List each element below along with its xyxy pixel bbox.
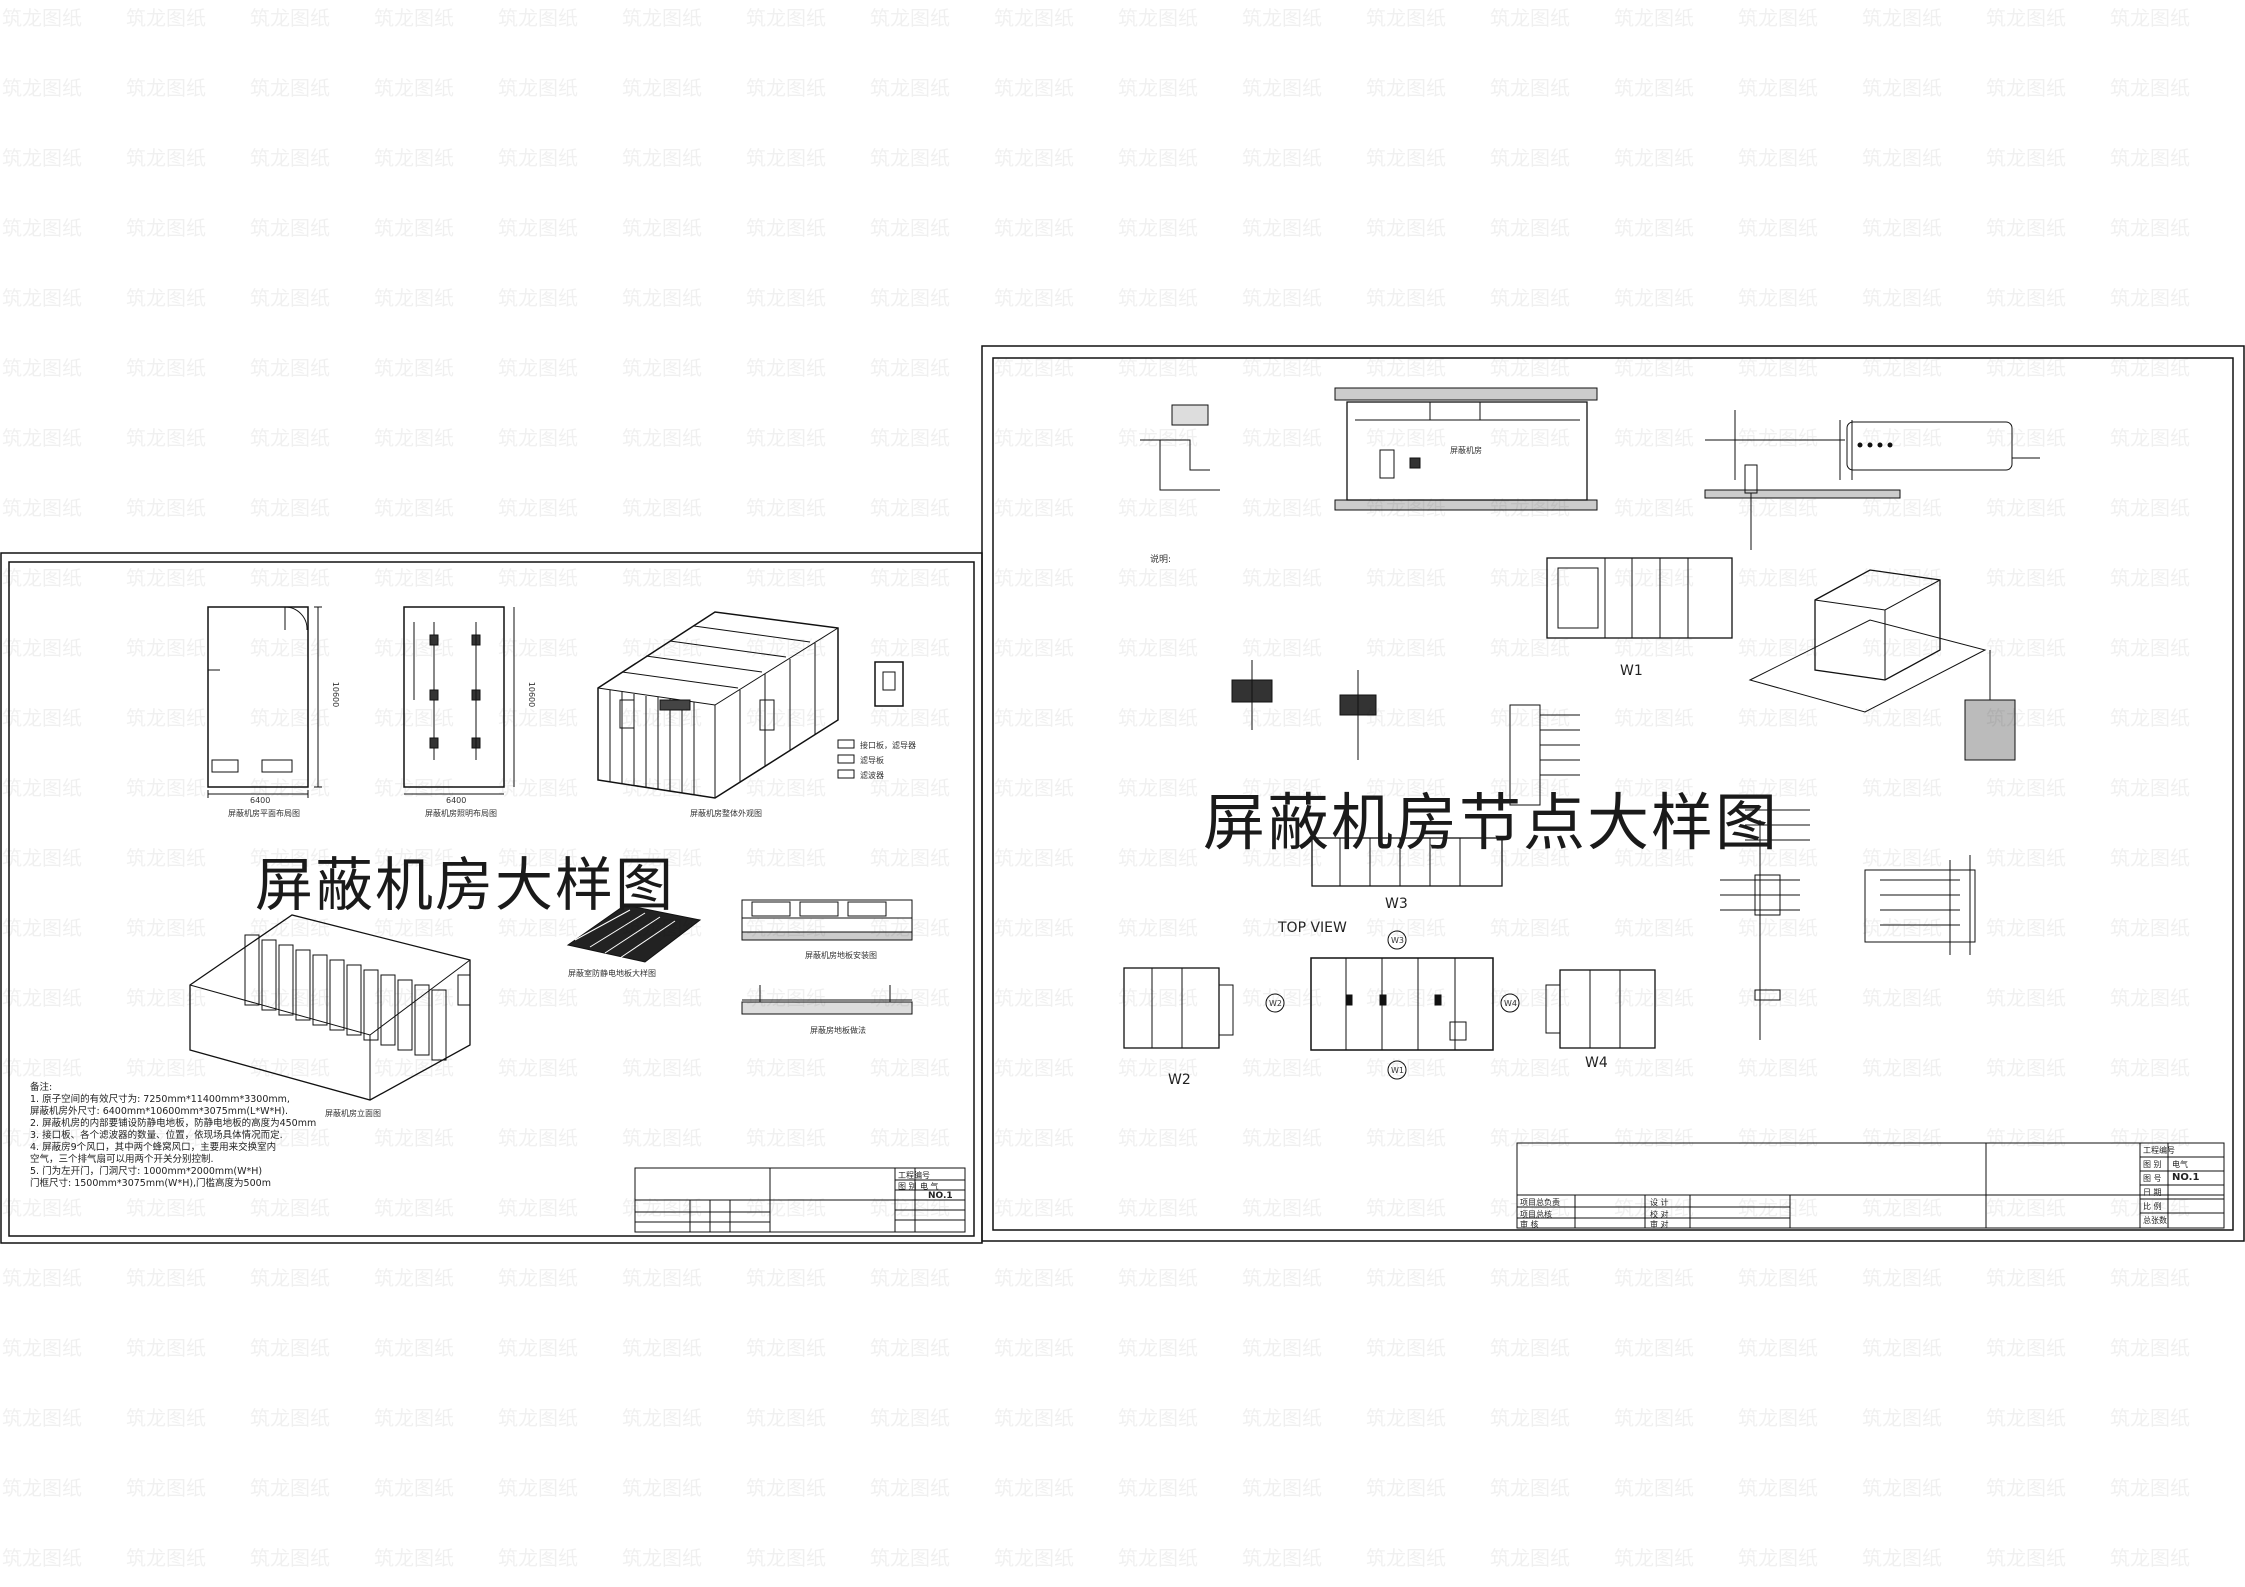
right-tb-bottom-5: 审 核 [1520, 1220, 1539, 1229]
right-w1-elevation [1546, 557, 1733, 639]
dim-width-b: 6400 [446, 796, 467, 805]
wall-label-w1: W1 [1620, 663, 1643, 679]
callout-w2-left: W2 [1269, 999, 1282, 1008]
right-tb-bottom-2: 设 计 [1650, 1198, 1669, 1207]
note-line: 空气，三个排气扇可以用两个开关分别控制. [30, 1154, 214, 1165]
view-label-room-iso: 屏蔽机房立面图 [325, 1109, 381, 1118]
right-tb-bottom-4: 校 对 [1650, 1210, 1669, 1219]
left-door-legend [837, 661, 904, 779]
right-sheet-title: 屏蔽机房节点大样图 [1203, 786, 1780, 859]
callout-w4-right: W4 [1504, 999, 1517, 1008]
note-line: 屏蔽机房外尺寸: 6400mm*10600mm*3075mm(L*W*H). [30, 1106, 289, 1117]
right-tb-bottom-1: 项目总负责 [1520, 1198, 1560, 1207]
note-line: 门框尺寸: 1500mm*3075mm(W*H),门槛高度为500m [30, 1178, 271, 1189]
left-tb-row1: 工程编号 [898, 1171, 930, 1180]
right-center-label: 屏蔽机房 [1450, 446, 1482, 455]
right-tb-label-5: 比 例 [2143, 1202, 2162, 1211]
left-notes: 备注: 1. 原子空间的有效尺寸为: 7250mm*11400mm*3300mm… [30, 1082, 316, 1190]
callout-w1-bottom: W1 [1391, 1066, 1404, 1075]
right-w3-elevation [1311, 837, 1503, 887]
right-wiring-schematic [1720, 809, 1976, 1040]
left-isometric-shell [597, 611, 839, 799]
left-floor-detail [566, 904, 702, 963]
left-sheet-title: 屏蔽机房大样图 [255, 851, 676, 919]
legend-item-2: 滤导板 [860, 756, 884, 765]
left-floor-sections [741, 899, 913, 1015]
right-top-view [1265, 930, 1520, 1080]
right-tb-bottom-6: 审 对 [1650, 1220, 1669, 1229]
right-sheet-frame [981, 345, 2245, 1242]
left-tb-row2: 图 别 [898, 1182, 917, 1191]
left-title-block [634, 1167, 966, 1233]
right-iso-box [1748, 569, 2016, 761]
left-room-iso [189, 914, 471, 1101]
right-wall-detail [1140, 404, 1220, 491]
right-notes-heading: 说明: [1150, 555, 1172, 565]
view-label-isometric: 屏蔽机房整体外观图 [690, 809, 762, 818]
view-label-floor-section: 屏蔽房地板做法 [810, 1026, 866, 1035]
right-tb-label-3: 图 号 [2143, 1174, 2162, 1183]
right-tb-label-1: 工程编号 [2143, 1146, 2175, 1155]
right-tb-label-6: 总张数 [2143, 1216, 2167, 1225]
right-tb-value-1: 电气 [2172, 1160, 2188, 1169]
view-label-floor-install: 屏蔽机房地板安装图 [805, 951, 877, 960]
wall-label-w3: W3 [1385, 896, 1408, 912]
left-plan-equipment [207, 606, 322, 798]
right-tb-bottom-3: 项目总核 [1520, 1210, 1552, 1219]
view-label-plan-lighting: 屏蔽机房照明布局图 [425, 809, 497, 818]
right-tb-label-2: 图 别 [2143, 1160, 2162, 1169]
left-plan-lighting [403, 606, 515, 795]
notes-heading: 备注: [30, 1082, 53, 1093]
right-w4-elevation [1545, 969, 1656, 1049]
dim-height-a: 10600 [331, 681, 341, 708]
note-line: 2. 屏蔽机房的内部要铺设防静电地板，防静电地板的高度为450mm [30, 1118, 317, 1129]
note-line: 5. 门为左开门，门洞尺寸: 1000mm*2000mm(W*H) [30, 1166, 263, 1177]
callout-w3-top: W3 [1391, 936, 1404, 945]
note-line: 3. 接口板、各个滤波器的数量、位置，依现场具体情况而定. [30, 1130, 283, 1141]
note-line: 4. 屏蔽房9个风口，其中两个蜂窝风口，主要用来交换室内 [30, 1142, 277, 1153]
dim-height-b: 10600 [527, 681, 537, 708]
right-tb-number: NO.1 [2172, 1172, 2200, 1183]
right-filter-detail [1704, 410, 2040, 550]
wall-label-w2: W2 [1168, 1072, 1191, 1088]
top-view-label: TOP VIEW [1278, 920, 1347, 936]
note-line: 1. 原子空间的有效尺寸为: 7250mm*11400mm*3300mm, [30, 1094, 290, 1105]
view-label-floor-detail: 屏蔽室防静电地板大样图 [568, 969, 656, 978]
right-tb-label-4: 日 期 [2143, 1188, 2162, 1197]
right-room-section [1334, 387, 1598, 511]
right-title-block [1516, 1142, 2225, 1229]
dim-width-a: 6400 [250, 796, 271, 805]
left-tb-row3: 电 气 [920, 1182, 939, 1191]
legend-item-3: 滤波器 [860, 771, 884, 780]
legend-item-1: 接口板，滤导器 [860, 741, 916, 750]
right-section-details [1231, 660, 1580, 806]
view-label-plan-equipment: 屏蔽机房平面布局图 [228, 809, 300, 818]
left-tb-number: NO.1 [928, 1191, 953, 1201]
right-w2-elevation [1123, 967, 1234, 1049]
wall-label-w4: W4 [1585, 1055, 1608, 1071]
